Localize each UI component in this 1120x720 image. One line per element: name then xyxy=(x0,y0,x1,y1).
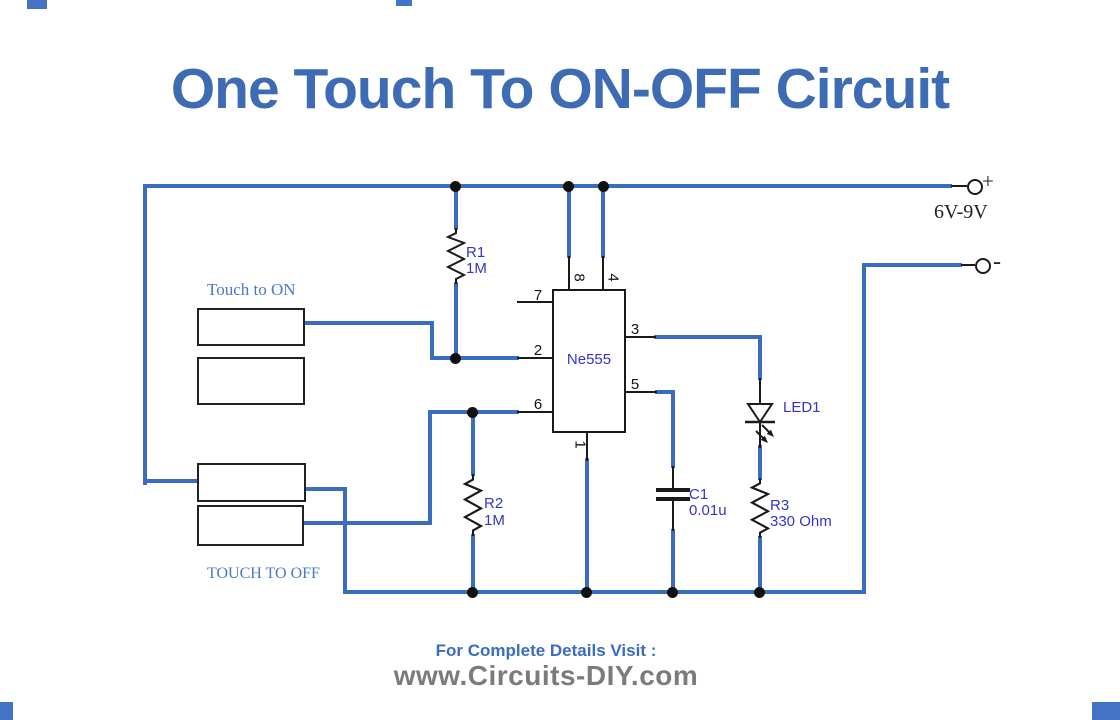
r1-value-label: 1M xyxy=(466,260,487,277)
r2-ref-label: R2 xyxy=(484,495,504,512)
corner-mark xyxy=(0,702,13,720)
junction-dot xyxy=(667,587,678,598)
junction-dot xyxy=(467,407,478,418)
wire-pin8-vcc xyxy=(567,186,571,258)
junction-dot xyxy=(450,181,461,192)
junction-dot xyxy=(598,181,609,192)
wire-pin3-out xyxy=(654,335,762,339)
c1-ref-label: C1 xyxy=(689,486,709,503)
wire-pad3-out xyxy=(302,487,347,491)
wire-pin1-ground xyxy=(585,458,589,594)
ic-ne555-label: Ne555 xyxy=(566,351,612,368)
resistor-r3-symbol xyxy=(749,478,771,538)
pin8-number: 8 xyxy=(570,273,588,282)
footer-site-url: www.Circuits-DIY.com xyxy=(393,660,699,691)
pin4-stub xyxy=(602,256,604,290)
led-anode-lead xyxy=(759,378,761,404)
pin5-stub xyxy=(621,391,657,393)
junction-dot xyxy=(581,587,592,598)
capacitor-c1-plate-bottom xyxy=(656,497,690,501)
pin2-stub xyxy=(517,357,553,359)
wire-r1-bottom xyxy=(454,282,458,360)
capacitor-c1-plate-top xyxy=(656,488,690,492)
wire-r1-top xyxy=(454,186,458,230)
pin1-number: 1 xyxy=(571,440,589,449)
r3-value-label: 330 Ohm xyxy=(770,513,832,530)
pin8-stub xyxy=(568,256,570,290)
positive-sign: + xyxy=(982,169,994,193)
c1-bottom-lead xyxy=(672,501,674,531)
wire-r2-bottom xyxy=(471,534,475,594)
wire-negative xyxy=(862,263,962,267)
touch-pad-on-1 xyxy=(197,308,305,346)
wire-led-r3 xyxy=(758,445,762,480)
pin2-number: 2 xyxy=(533,342,543,359)
footer-heading: For Complete Details Visit : xyxy=(435,641,657,660)
wire-ground-rail xyxy=(343,590,866,594)
wire-pad4-out xyxy=(300,521,432,525)
touch-pad-on-2 xyxy=(197,357,305,405)
wire-to-pad3 xyxy=(143,479,199,483)
voltage-label: 6V-9V xyxy=(934,201,988,223)
positive-terminal xyxy=(967,179,983,195)
junction-dot xyxy=(450,353,461,364)
touch-off-label: TOUCH TO OFF xyxy=(207,565,320,582)
pin6-number: 6 xyxy=(533,396,543,413)
resistor-r2-symbol xyxy=(462,474,484,536)
ic-ne555-box: Ne555 xyxy=(552,289,626,433)
junction-dot xyxy=(563,181,574,192)
touch-pad-off-1 xyxy=(197,463,306,502)
pin5-number: 5 xyxy=(630,376,640,393)
pin1-stub xyxy=(586,429,588,461)
footer: For Complete Details Visit : www.Circuit… xyxy=(0,641,1106,690)
r1-ref-label: R1 xyxy=(466,244,486,261)
pin4-number: 4 xyxy=(604,273,622,282)
pin6-stub xyxy=(517,411,553,413)
led1-ref-label: LED1 xyxy=(783,399,821,416)
wire-pin5-out xyxy=(655,390,675,394)
pin7-number: 7 xyxy=(533,287,543,304)
corner-mark xyxy=(396,0,412,6)
c1-value-label: 0.01u xyxy=(689,502,727,519)
wire-c1-top xyxy=(671,390,675,468)
pin3-stub xyxy=(621,336,656,338)
pin7-stub xyxy=(517,301,553,303)
touch-pad-off-2 xyxy=(197,505,304,546)
wire-pad4-up xyxy=(428,410,432,525)
corner-mark xyxy=(27,0,47,9)
r2-value-label: 1M xyxy=(484,512,505,529)
junction-dot xyxy=(467,587,478,598)
negative-terminal-lead xyxy=(961,264,975,266)
wire-pin2 xyxy=(430,356,519,360)
led1-symbol xyxy=(745,403,775,443)
wire-positive-rail xyxy=(143,184,952,188)
wire-pad1-out xyxy=(301,321,434,325)
wire-c1-bottom xyxy=(671,529,675,594)
c1-top-lead xyxy=(672,466,674,491)
resistor-r1-symbol xyxy=(445,228,467,284)
wire-r2-top xyxy=(471,410,475,476)
positive-terminal-lead xyxy=(951,185,967,187)
wire-led-top xyxy=(758,335,762,380)
wire-pad1-down xyxy=(430,321,434,360)
corner-mark xyxy=(1092,702,1120,720)
junction-dot xyxy=(754,587,765,598)
page-title: One Touch To ON-OFF Circuit xyxy=(170,57,950,121)
wire-right-vertical xyxy=(862,263,866,594)
negative-terminal xyxy=(975,258,991,274)
negative-sign: - xyxy=(993,249,1001,275)
wire-pin4-vcc xyxy=(601,186,605,258)
pin3-number: 3 xyxy=(630,321,640,338)
wire-pad3-down xyxy=(343,487,347,594)
touch-on-label: Touch to ON xyxy=(207,280,296,299)
wire-left-vertical xyxy=(143,184,147,485)
wire-r3-bottom xyxy=(758,536,762,594)
r3-ref-label: R3 xyxy=(770,497,790,514)
